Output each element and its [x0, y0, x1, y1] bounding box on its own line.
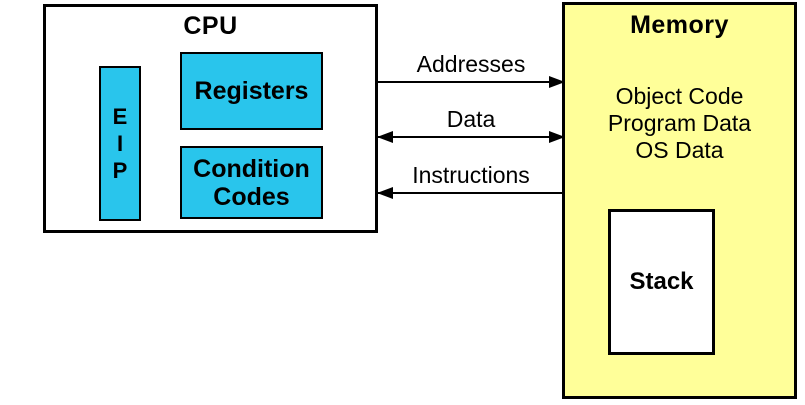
data-bus: Data: [377, 105, 565, 145]
memory-title: Memory: [630, 11, 729, 39]
cpu-title: CPU: [183, 12, 238, 40]
condition-codes-box: Condition Codes: [180, 146, 323, 219]
arrowhead-left-icon: [377, 131, 393, 143]
memory-box: Memory Object Code Program Data OS Data …: [562, 2, 797, 399]
registers-label: Registers: [194, 76, 309, 105]
eip-letter: P: [112, 158, 128, 183]
stack-box: Stack: [608, 209, 715, 355]
instructions-bus-label: Instructions: [412, 162, 530, 188]
arrowhead-left-icon: [377, 187, 393, 199]
eip-register-box: E I P: [99, 66, 141, 221]
arrowhead-right-icon: [549, 76, 565, 88]
addresses-bus-label: Addresses: [416, 51, 526, 77]
instructions-bus: Instructions: [377, 161, 564, 201]
memory-content-line: OS Data: [635, 137, 724, 163]
memory-content-line: Program Data: [607, 110, 752, 136]
memory-contents: Object Code Program Data OS Data: [565, 83, 794, 164]
eip-letter: I: [116, 131, 124, 156]
arrowhead-right-icon: [549, 131, 565, 143]
addresses-bus-line: [378, 76, 565, 88]
cpu-box: CPU E I P Registers Condition Codes: [43, 4, 378, 233]
registers-box: Registers: [180, 52, 323, 130]
eip-letter: E: [112, 104, 128, 129]
data-bus-line: [377, 131, 565, 143]
condition-codes-label: Condition Codes: [193, 154, 310, 211]
instructions-bus-line: [377, 187, 564, 199]
stack-label: Stack: [629, 268, 694, 295]
memory-content-line: Object Code: [615, 83, 744, 109]
addresses-bus: Addresses: [378, 50, 565, 90]
data-bus-label: Data: [446, 106, 496, 132]
